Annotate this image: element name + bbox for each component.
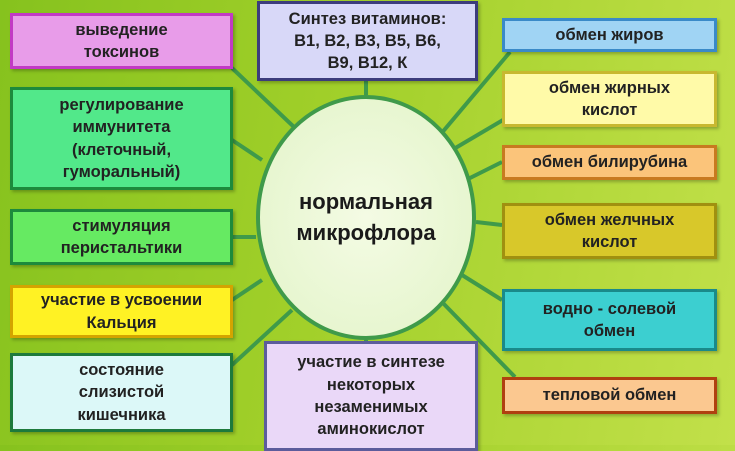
box-fat-metabolism: обмен жиров	[502, 18, 717, 52]
box-peristalsis: стимуляция перистальтики	[10, 209, 233, 265]
connector-line	[438, 50, 512, 137]
center-node-normal-microflora: нормальная микрофлора	[256, 95, 476, 340]
box-toxin-removal: выведение токсинов	[10, 13, 233, 69]
connector-line	[460, 273, 504, 302]
connector-line	[230, 278, 264, 302]
connector-line	[475, 220, 503, 227]
box-heat-exchange: тепловой обмен	[502, 377, 717, 414]
connector-line	[230, 138, 264, 162]
connector-line	[438, 298, 517, 379]
box-water-salt: водно - солевой обмен	[502, 289, 717, 351]
box-bile-acids: обмен желчных кислот	[502, 203, 717, 259]
connector-line	[465, 160, 503, 182]
connector-line	[230, 66, 297, 130]
box-mucosa: состояние слизистой кишечника	[10, 353, 233, 432]
box-amino-acids: участие в синтезе некоторых незаменимых …	[264, 341, 478, 451]
connector-line	[230, 308, 294, 367]
box-calcium: участие в усвоении Кальция	[10, 285, 233, 338]
box-immunity-regulation: регулирование иммунитета (клеточный, гум…	[10, 87, 233, 190]
box-bilirubin: обмен билирубина	[502, 145, 717, 180]
box-vitamin-synthesis: Синтез витаминов: B1, B2, B3, B5, B6, B9…	[257, 1, 478, 81]
box-fatty-acids: обмен жирных кислот	[502, 71, 717, 127]
